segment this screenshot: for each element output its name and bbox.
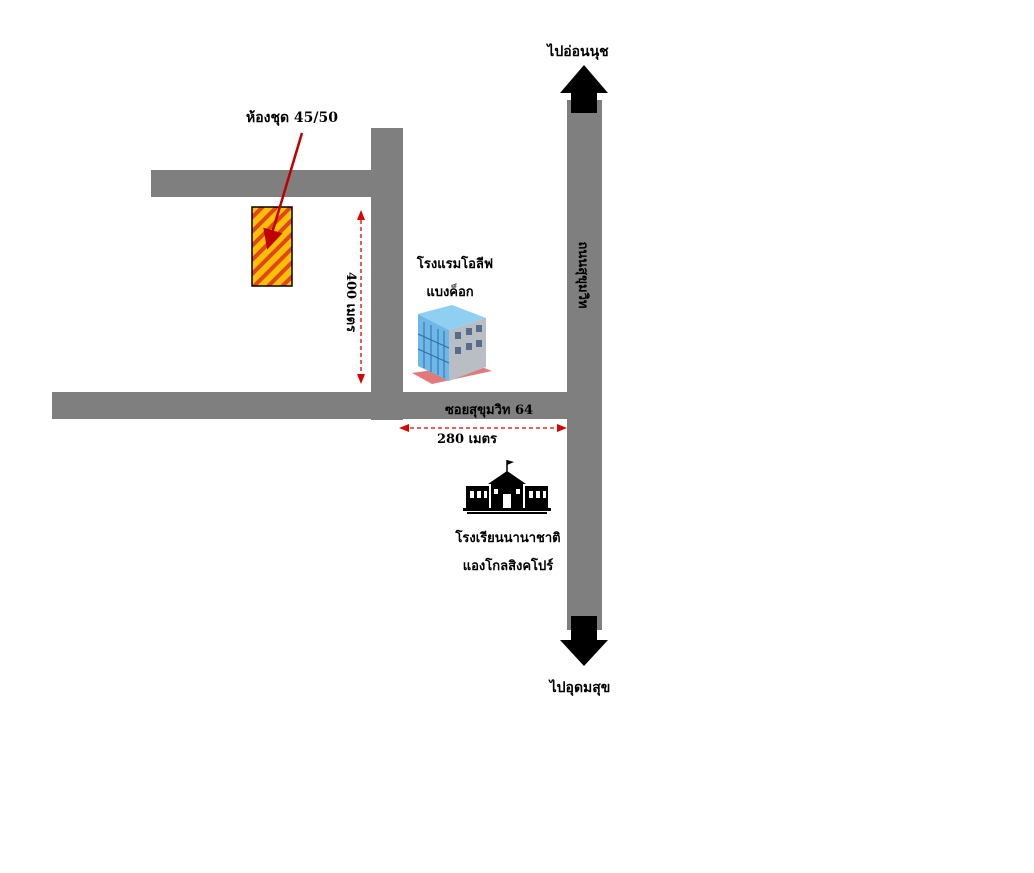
to-onnut-label: ไปอ่อนนุช bbox=[545, 42, 609, 60]
soi-sukhumvit-64-road bbox=[52, 392, 602, 419]
unit-45-50-label: ห้องชุด 45/50 bbox=[246, 110, 338, 126]
unit-45-50-marker bbox=[251, 206, 293, 287]
sukhumvit-main-road bbox=[567, 100, 602, 630]
sukhumvit-road-label: ถนนสุขุมวิท bbox=[575, 242, 590, 309]
soi-sukhumvit-64-label: ซอยสุขุมวิท 64 bbox=[445, 403, 533, 418]
horizontal-distance-marker bbox=[399, 424, 567, 432]
horizontal-distance-label: 280 เมตร bbox=[437, 432, 497, 447]
connector-road bbox=[371, 128, 403, 420]
school-name-line2: แองโกลสิงคโปร์ bbox=[463, 557, 554, 574]
school-building-icon bbox=[463, 460, 551, 514]
vertical-distance-marker bbox=[357, 210, 365, 384]
hotel-building-icon bbox=[412, 305, 492, 384]
hotel-name-line1: โรงแรมโอลีฟ bbox=[416, 255, 493, 272]
vertical-distance-label: 400 เมตร bbox=[343, 272, 358, 332]
school-name-line1: โรงเรียนนานาชาติ bbox=[454, 529, 560, 546]
hotel-name-line2: แบงค็อก bbox=[426, 282, 473, 300]
up-arrow-icon bbox=[560, 65, 608, 113]
down-arrow-icon bbox=[560, 616, 608, 666]
unit-pointer-arrow bbox=[263, 132, 304, 250]
upper-side-road bbox=[151, 170, 403, 197]
to-udomsuk-label: ไปอุดมสุข bbox=[548, 678, 611, 696]
